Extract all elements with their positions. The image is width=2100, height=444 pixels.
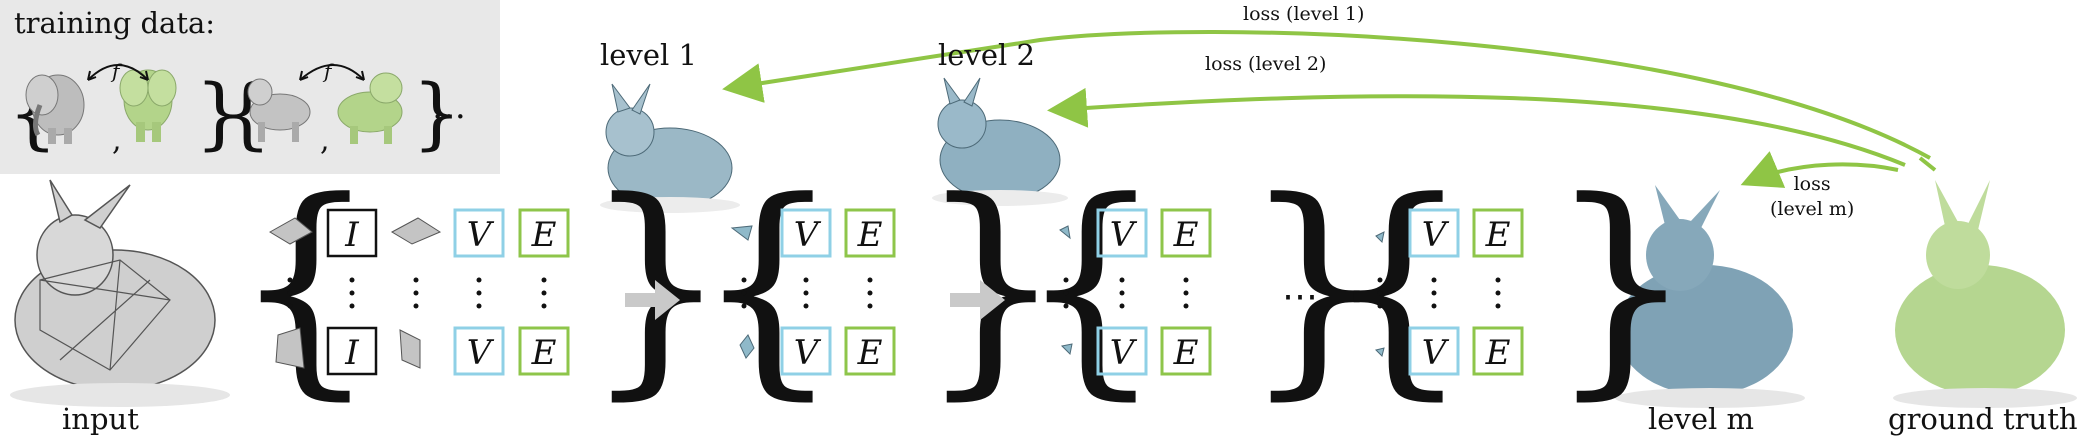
group3-row-bottom: V E [1060, 326, 1212, 376]
I-box-top [326, 208, 378, 258]
svg-text:E: E [1485, 215, 1511, 255]
svg-text:E: E [1173, 333, 1199, 373]
loss-arrow-level1 [722, 30, 1931, 160]
gray-arrow-2 [950, 280, 1005, 320]
levelm-label: level m [1648, 402, 1754, 436]
ground-truth-bunny-mesh [1893, 180, 2077, 408]
svg-text:{: { [1325, 153, 1471, 420]
I-symbol-bottom: I [344, 333, 359, 373]
elephant-green-mesh [119, 69, 177, 142]
E-box-bottom [518, 326, 570, 376]
loss-level2-label: loss (level 2) [1205, 53, 1327, 75]
levels-ellipsis: ⋯ [1282, 276, 1318, 317]
group1-braces: { } [232, 153, 729, 420]
group2-braces: { } [695, 153, 1064, 420]
group2-vertical-dots [741, 277, 873, 309]
training-ellipsis: … [432, 87, 466, 127]
I-symbol-top: I [344, 215, 359, 255]
svg-text:V: V [1422, 215, 1450, 255]
training-data-title: training data: [14, 6, 216, 40]
cow-green-mesh [337, 72, 403, 144]
svg-text:V: V [1110, 333, 1138, 373]
ground-truth-label: ground truth [1888, 402, 2078, 436]
elephant-gray-mesh [25, 74, 85, 144]
training-pairs-illustration: { } { } , f , [8, 59, 466, 159]
svg-text:V: V [1110, 215, 1138, 255]
svg-text:{: { [695, 153, 841, 420]
level1-bunny-mesh [600, 83, 740, 213]
cow-gray-mesh [247, 78, 311, 142]
group1-row-bottom: I V E [275, 326, 570, 376]
E-symbol-bottom: E [531, 333, 557, 373]
svg-text:,: , [320, 123, 330, 158]
gray-arrow-1 [625, 280, 680, 320]
svg-text:,: , [112, 123, 122, 158]
groupm-row-top: V E [1375, 208, 1524, 258]
E-symbol-top: E [531, 215, 557, 255]
E-box-top [518, 208, 570, 258]
V-symbol-bottom: V [467, 333, 495, 373]
group2-row-bottom: V E [739, 326, 896, 376]
svg-text:{: { [1018, 153, 1164, 420]
group3-vertical-dots [1063, 277, 1189, 309]
loss-arrow-levelm [1740, 151, 1899, 188]
level1-label: level 1 [600, 38, 697, 72]
svg-text:V: V [794, 333, 822, 373]
group3-braces: { } [1018, 153, 1388, 420]
svg-text:}: } [1242, 153, 1388, 420]
loss-level1-label: loss (level 1) [1243, 3, 1365, 25]
levelm-bunny-mesh [1615, 185, 1805, 408]
groupm-braces: { } [1325, 153, 1694, 420]
level2-label: level 2 [938, 38, 1035, 72]
V-box-top [453, 208, 505, 258]
training-data-panel: training data: { } { } , f [0, 0, 500, 174]
V-symbol-top: V [467, 215, 495, 255]
brace-right-2: } [412, 69, 462, 159]
loss-levelm-label: loss (level m) [1770, 172, 1854, 222]
groupm-vertical-dots [1377, 277, 1501, 309]
I-box-bottom [326, 326, 378, 376]
svg-text:}: } [918, 153, 1064, 420]
group2-row-top: V E [730, 208, 896, 258]
brace-right-1: } [195, 69, 245, 159]
loss-arrow-level2 [1047, 87, 1906, 167]
groupm-row-bottom: V E [1375, 326, 1524, 376]
level2-bunny-mesh [932, 77, 1068, 206]
svg-text:V: V [1422, 333, 1450, 373]
loss-levelm-line2: (level m) [1770, 198, 1855, 220]
svg-text:E: E [857, 215, 883, 255]
input-label: input [62, 402, 139, 436]
svg-text:}: } [1548, 153, 1694, 420]
V-box-bottom [453, 326, 505, 376]
input-bunny-mesh [10, 179, 230, 407]
loss-levelm-line1: loss [1793, 173, 1831, 195]
svg-text:{: { [232, 153, 378, 420]
svg-text:E: E [1173, 215, 1199, 255]
svg-text:E: E [857, 333, 883, 373]
svg-text:E: E [1485, 333, 1511, 373]
group1-row-top: I V E [269, 208, 570, 258]
group1-vertical-dots [287, 277, 547, 309]
group3-row-top: V E [1059, 208, 1212, 258]
svg-text:V: V [794, 215, 822, 255]
